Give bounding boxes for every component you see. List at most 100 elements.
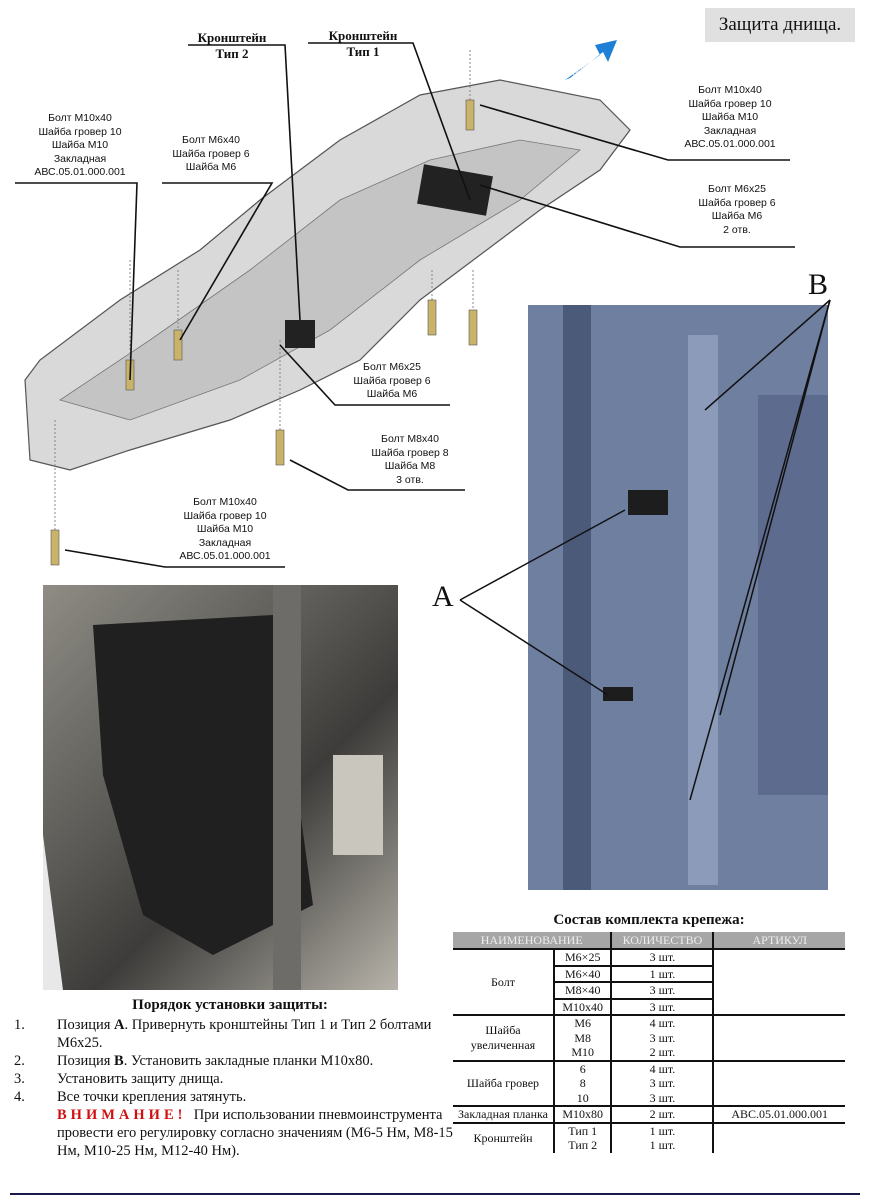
step-1: 1.Позиция А. Привернуть кронштейны Тип 1… [0, 1016, 470, 1052]
callout-line: Шайба гровер 6 [353, 374, 431, 387]
item-name: Шайба увеличенная [453, 1014, 554, 1061]
callout-line: Шайба М10 [51, 139, 109, 151]
position-ref: В [114, 1053, 124, 1069]
warning-label: ВНИМАНИЕ! [57, 1107, 187, 1123]
step-text: Установить защиту днища. [57, 1071, 224, 1087]
step-number: 1. [14, 1017, 25, 1033]
item-name: Кронштейн [453, 1121, 554, 1153]
item-size: М10х40 [552, 997, 612, 1015]
item-size: М6 [552, 1014, 612, 1031]
callout-line: Закладная [198, 536, 252, 549]
item-size: 8 [552, 1076, 612, 1091]
kit-table-title: Состав комплекта крепежа: [553, 912, 745, 928]
item-quantity: 3 шт. [610, 997, 714, 1015]
step-number: 2. [14, 1053, 25, 1069]
exploded-diagram: ПЕРЕД [15, 40, 795, 568]
item-article [712, 1059, 845, 1106]
callout-line: Шайба М8 [384, 460, 436, 472]
step-4: 4. Все точки крепления затянуть. [0, 1088, 470, 1106]
item-quantity: 1 шт. [610, 964, 714, 982]
callout-line: Шайба гровер 10 [38, 125, 122, 138]
item-quantity: 4 шт. [610, 1059, 714, 1076]
item-size: М6×25 [552, 948, 612, 966]
callout-line: Болт М10х40 [48, 112, 112, 124]
callout-right-m6x25: Болт М6х25 Шайба гровер 6 Шайба М6 2 отв… [698, 183, 775, 237]
callout-line: 2 отв. [723, 223, 751, 236]
label-bracket-type1: Кронштейн Тип 1 [329, 28, 398, 60]
item-size: Тип 1 [552, 1121, 612, 1138]
callout-m6x40: Болт М6х40 Шайба гровер 6 Шайба М6 [172, 134, 249, 175]
callout-m8x40: Болт М8х40 Шайба гровер 8 Шайба М8 3 отв… [371, 433, 448, 487]
item-quantity: 2 шт. [610, 1045, 714, 1061]
callout-line: Закладная [703, 124, 757, 137]
bracket-type2 [285, 320, 315, 348]
item-size: 10 [552, 1090, 612, 1106]
item-size: М8 [552, 1030, 612, 1045]
front-arrow-icon [565, 40, 617, 80]
callout-right-m10: Болт М10х40 Шайба гровер 10 Шайба М10 За… [684, 84, 775, 152]
item-quantity: 3 шт. [610, 1090, 714, 1106]
instructions-title: Порядок установки защиты: [132, 997, 328, 1013]
callout-line: Шайба М10 [196, 523, 254, 535]
callout-left-m10: Болт М10х40 Шайба гровер 10 Шайба М10 За… [34, 112, 125, 180]
item-size: Тип 2 [552, 1138, 612, 1153]
item-size: М6×40 [552, 964, 612, 982]
callout-line: Болт М6х25 [708, 183, 766, 195]
item-quantity: 1 шт. [610, 1138, 714, 1153]
step-text: Все точки крепления затянуть. [57, 1089, 247, 1105]
bolts [50, 99, 478, 566]
warning-text: При использовании пневмоинструмента пров… [57, 1107, 453, 1159]
label-line: Тип 1 [346, 44, 380, 59]
step-2: 2.Позиция В. Установить закладные планки… [0, 1052, 470, 1070]
skid-plate-inner [59, 139, 581, 421]
bottom-divider [10, 1193, 860, 1195]
installed-photo [43, 585, 398, 990]
callout-mid-m6x25: Болт М6х25 Шайба гровер 6 Шайба М6 [353, 361, 430, 402]
label-line: Кронштейн [328, 28, 398, 43]
item-quantity: 3 шт. [610, 981, 714, 999]
callout-line: Шайба гровер 8 [371, 446, 449, 459]
step-text: Позиция [57, 1053, 115, 1069]
item-article: АВС.05.01.000.001 [712, 1105, 845, 1123]
instructions-list: 1.Позиция А. Привернуть кронштейны Тип 1… [0, 1016, 470, 1160]
item-name: Болт [453, 948, 554, 1015]
item-name: Закладная планка [453, 1105, 554, 1123]
item-quantity: 3 шт. [610, 1030, 714, 1045]
item-article [712, 1014, 845, 1061]
callout-line: Шайба гровер 10 [688, 97, 772, 110]
header-qty: КОЛИЧЕСТВО [610, 932, 714, 949]
step-number: 4. [14, 1089, 25, 1105]
item-size: М8×40 [552, 981, 612, 999]
item-quantity: 4 шт. [610, 1014, 714, 1031]
callout-line: Закладная [53, 152, 107, 165]
callout-line: Шайба М6 [366, 388, 418, 400]
item-size: М10 [552, 1045, 612, 1061]
item-quantity: 2 шт. [610, 1105, 714, 1123]
label-bracket-type2: Кронштейн Тип 2 [198, 30, 267, 62]
step-3: 3.Установить защиту днища. [0, 1070, 470, 1088]
callout-line: Шайба гровер 6 [172, 147, 250, 160]
position-ref: А [114, 1017, 125, 1033]
callout-line: Болт М10х40 [193, 496, 257, 508]
label-line: Кронштейн [197, 30, 267, 45]
callout-line: Болт М8х40 [381, 433, 439, 445]
item-size: 6 [552, 1059, 612, 1076]
item-quantity: 1 шт. [610, 1121, 714, 1138]
header-name: НАИМЕНОВАНИЕ [453, 932, 612, 949]
label-line: Тип 2 [215, 46, 249, 61]
step-text: Позиция [57, 1017, 115, 1033]
leader-lines [15, 42, 795, 568]
item-article [712, 1121, 845, 1153]
front-arrow-label: ПЕРЕД [572, 60, 596, 80]
